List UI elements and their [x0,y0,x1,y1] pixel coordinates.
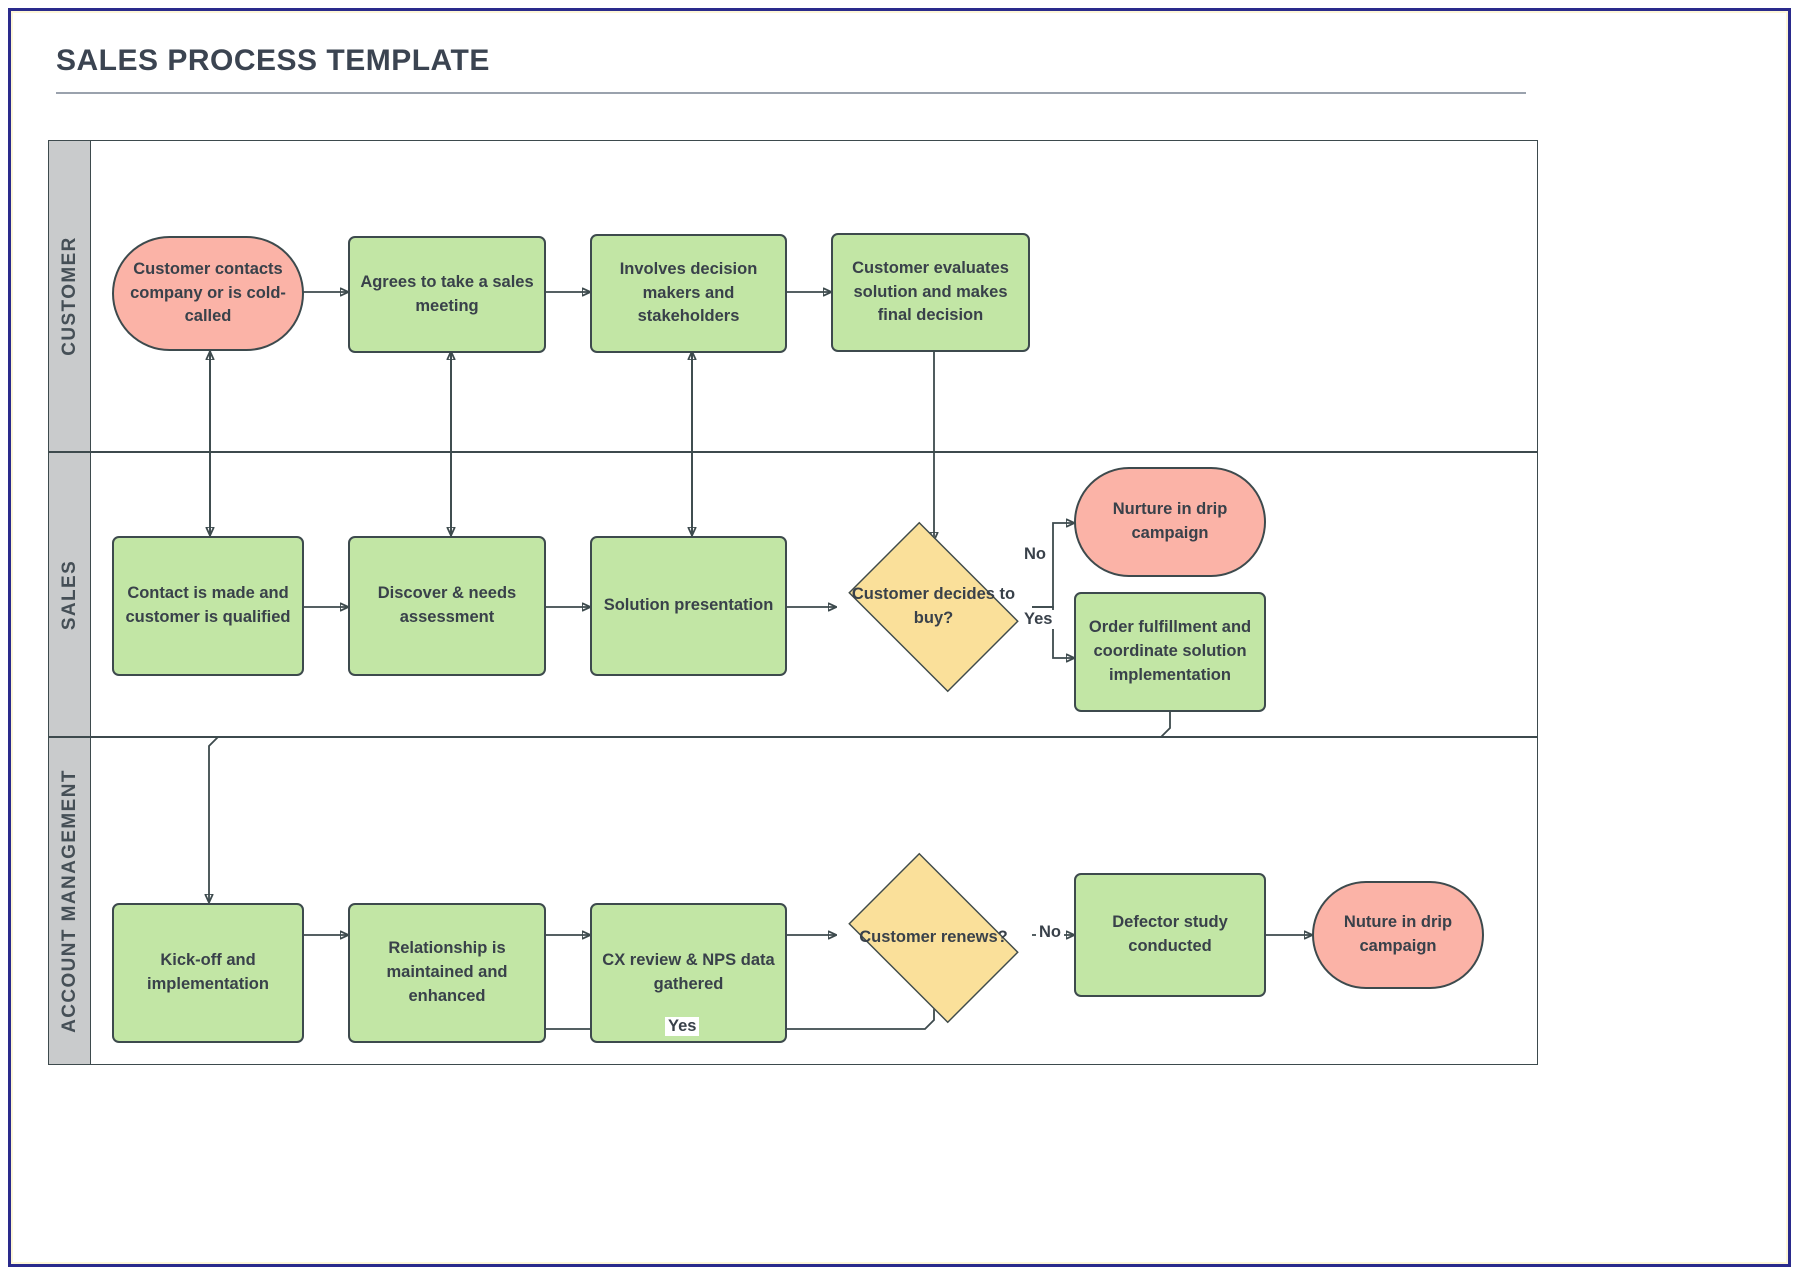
node-label: CX review & NPS data gathered [602,951,775,993]
node-label: Customer evaluates solution and makes fi… [852,258,1009,325]
node-label: Solution presentation [603,596,774,615]
edge-label-renew-no: No [1036,923,1064,942]
swimlane-customer: CUSTOMER [48,140,1538,452]
node-order-fulfillment[interactable]: Order fulfillment and coordinate solutio… [1074,592,1266,712]
edge-label-renew-yes: Yes [665,1017,700,1036]
node-customer-renews[interactable]: Customer renews? [834,852,1033,1024]
node-customer-contacts[interactable]: Customer contacts company or is cold-cal… [112,236,304,351]
node-label: Nuture in drip campaign [1343,913,1453,955]
edge-label-buy-yes: Yes [1021,610,1056,629]
node-label: Order fulfillment and coordinate solutio… [1088,618,1252,684]
node-label: Discover & needs assessment [377,584,517,626]
node-solution-presentation[interactable]: Solution presentation [590,536,787,676]
node-label: Customer contacts company or is cold-cal… [130,259,286,326]
swimlane-label-customer: CUSTOMER [58,236,80,356]
node-defector-study[interactable]: Defector study conducted [1074,873,1266,997]
title-divider [56,92,1526,94]
swimlane-body-account-management [91,738,1537,1064]
swimlane-body-customer [91,141,1537,451]
node-discover-needs[interactable]: Discover & needs assessment [348,536,546,676]
node-label: Agrees to take a sales meeting [360,272,534,315]
node-label: Kick-off and implementation [147,951,269,993]
node-customer-decides-to-buy[interactable]: Customer decides to buy? [834,521,1033,693]
node-label: Customer renews? [859,928,1008,947]
node-nuture-drip-campaign-2[interactable]: Nuture in drip campaign [1312,881,1484,989]
swimlane-header-sales: SALES [49,453,91,736]
node-label: Defector study conducted [1112,913,1228,955]
node-customer-evaluates[interactable]: Customer evaluates solution and makes fi… [831,233,1030,352]
node-kickoff-implementation[interactable]: Kick-off and implementation [112,903,304,1043]
node-label: Nurture in drip campaign [1112,500,1228,542]
node-label: Relationship is maintained and enhanced [386,939,508,1005]
swimlane-sales: SALES [48,452,1538,737]
edge-label-buy-no: No [1021,545,1049,564]
node-involves-decision-makers[interactable]: Involves decision makers and stakeholder… [590,234,787,353]
swimlane-label-account-management: ACCOUNT MANAGEMENT [58,769,80,1033]
page-title: SALES PROCESS TEMPLATE [56,44,490,77]
swimlane-header-customer: CUSTOMER [49,141,91,451]
swimlane-body-sales [91,453,1537,736]
node-label: Involves decision makers and stakeholder… [619,259,758,326]
node-label: Contact is made and customer is qualifie… [125,584,291,626]
swimlane-label-sales: SALES [58,559,80,630]
node-relationship-maintained[interactable]: Relationship is maintained and enhanced [348,903,546,1043]
node-nurture-drip-campaign[interactable]: Nurture in drip campaign [1074,467,1266,577]
swimlane-header-account-management: ACCOUNT MANAGEMENT [49,738,91,1064]
node-label: Customer decides to buy? [851,585,1016,627]
node-contact-made[interactable]: Contact is made and customer is qualifie… [112,536,304,676]
swimlane-diagram: CUSTOMER SALES ACCOUNT MANAGEMENT [48,140,1538,1065]
node-agrees-meeting[interactable]: Agrees to take a sales meeting [348,236,546,353]
